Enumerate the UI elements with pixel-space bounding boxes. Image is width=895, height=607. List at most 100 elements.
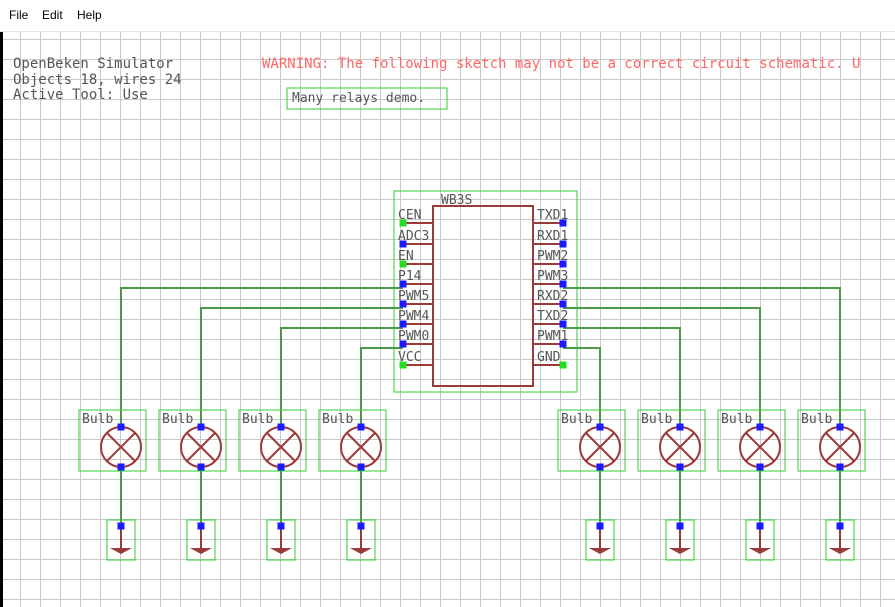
bulb-frame <box>797 409 866 472</box>
bulb-cross <box>106 432 136 462</box>
simulator-canvas[interactable]: OpenBeken Simulator Objects 18, wires 24… <box>3 32 895 607</box>
pin-adc3-dot <box>399 240 407 248</box>
bulb-label: Bulb <box>162 412 193 427</box>
ground-pin-dot <box>197 522 205 530</box>
note-frame[interactable] <box>286 87 448 110</box>
schematic-svg[interactable]: OpenBeken Simulator Objects 18, wires 24… <box>3 32 895 607</box>
bulb-cross <box>665 432 695 462</box>
bulb-7: Bulb <box>717 409 786 472</box>
bulb-1: Bulb <box>78 409 147 472</box>
ground-frame <box>186 519 216 561</box>
pin-cen-dot <box>399 219 407 227</box>
wires <box>120 287 841 526</box>
ground-icon <box>749 548 771 554</box>
ground-frame <box>665 519 695 561</box>
bulb-frame <box>637 409 706 472</box>
pin-vcc-dot <box>399 361 407 369</box>
bulb-pin-dot <box>676 423 684 431</box>
wire <box>563 327 681 427</box>
bulb-pin-dot <box>676 463 684 471</box>
chip-pin-label-txd2: TXD2 <box>537 309 568 324</box>
pin-p14-dot <box>399 280 407 288</box>
chip-pin-label-p14: P14 <box>398 269 422 284</box>
pin-pwm5-dot <box>399 300 407 308</box>
pin-txd1-dot <box>559 219 567 227</box>
bulb-pin-dot <box>197 463 205 471</box>
chip-pin-label-cen: CEN <box>398 208 421 223</box>
menu-help[interactable]: Help <box>77 8 102 22</box>
info-title: OpenBeken Simulator <box>13 56 173 72</box>
ground-icon <box>350 548 372 554</box>
window-left-edge <box>0 32 3 607</box>
pin-pwm1-dot <box>559 340 567 348</box>
pin-pwm4-dot <box>399 320 407 328</box>
bulb-3: Bulb <box>238 409 307 472</box>
bulb-pin-dot <box>117 463 125 471</box>
bulb-frame <box>318 409 387 472</box>
chip-pin-label-pwm1: PWM1 <box>537 329 568 344</box>
bulb-frame <box>557 409 626 472</box>
ground-pin-dot <box>596 522 604 530</box>
bulb-pin-dot <box>277 463 285 471</box>
ground-icon <box>270 548 292 554</box>
ground-pin-dot <box>277 522 285 530</box>
ground-pin-dot <box>836 522 844 530</box>
ground-icon <box>190 548 212 554</box>
wire <box>120 287 403 427</box>
ground-8 <box>825 519 855 561</box>
chip-pin-label-pwm4: PWM4 <box>398 309 429 324</box>
bulb-6: Bulb <box>637 409 706 472</box>
warning-text: WARNING: The following sketch may not be… <box>262 56 860 72</box>
ground-2 <box>186 519 216 561</box>
chip-pin-label-pwm0: PWM0 <box>398 329 429 344</box>
menu-edit[interactable]: Edit <box>42 8 63 22</box>
ground-pin-dot <box>357 522 365 530</box>
menu-file[interactable]: File <box>9 8 29 22</box>
bulb-pin-dot <box>596 423 604 431</box>
bulb-cross <box>346 432 376 462</box>
bulb-frame <box>78 409 147 472</box>
ground-frame <box>106 519 136 561</box>
grounds <box>106 519 855 561</box>
pin-pwm2-dot <box>559 260 567 268</box>
pin-en-dot <box>399 260 407 268</box>
bulb-pin-dot <box>277 423 285 431</box>
pin-pwm3-dot <box>559 280 567 288</box>
chip-pin-label-en: EN <box>398 249 414 264</box>
bulb-pin-dot <box>756 423 764 431</box>
ground-frame <box>745 519 775 561</box>
bulb-cross <box>266 432 296 462</box>
bulb-pin-dot <box>596 463 604 471</box>
bulb-pin-dot <box>197 423 205 431</box>
ground-pin-dot <box>117 522 125 530</box>
pin-gnd-dot <box>559 361 567 369</box>
ground-icon <box>829 548 851 554</box>
pin-dots <box>117 219 844 530</box>
chip-pin-label-adc3: ADC3 <box>398 229 429 244</box>
bulb-label: Bulb <box>82 412 113 427</box>
bulb-pin-dot <box>357 463 365 471</box>
ground-icon <box>110 548 132 554</box>
bulb-frame <box>238 409 307 472</box>
ground-pin-dot <box>676 522 684 530</box>
bulb-pin-dot <box>357 423 365 431</box>
bulb-5: Bulb <box>557 409 626 472</box>
menu-bar: File Edit Help <box>0 0 895 32</box>
ground-6 <box>665 519 695 561</box>
bulb-label: Bulb <box>721 412 752 427</box>
bulb-label: Bulb <box>322 412 353 427</box>
wire <box>563 347 601 427</box>
info-object-count: Objects 18, wires 24 <box>13 72 182 88</box>
bulb-label: Bulb <box>801 412 832 427</box>
chip-pin-label-rxd1: RXD1 <box>537 229 568 244</box>
bulb-frame <box>158 409 227 472</box>
ground-pin-dot <box>756 522 764 530</box>
ground-frame <box>585 519 615 561</box>
ground-frame <box>825 519 855 561</box>
ground-frame <box>346 519 376 561</box>
bulb-label: Bulb <box>641 412 672 427</box>
ground-1 <box>106 519 136 561</box>
bulb-frame <box>717 409 786 472</box>
chip-pin-label-pwm3: PWM3 <box>537 269 568 284</box>
